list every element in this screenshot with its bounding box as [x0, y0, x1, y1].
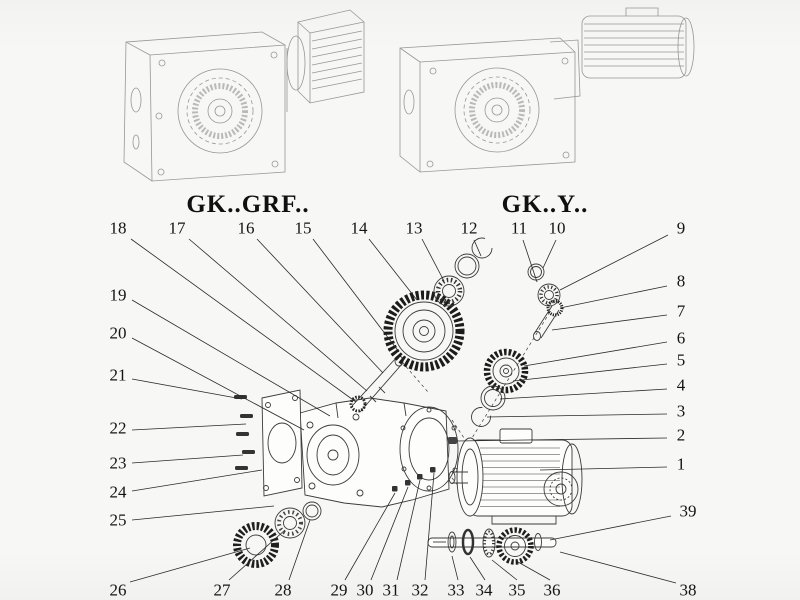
- electric-motor: [448, 428, 583, 525]
- leader-line-20: [131, 337, 305, 431]
- part-number-15: 15: [294, 218, 312, 238]
- variant-title-gk-grf: GK..GRF..: [186, 191, 310, 218]
- leader-line-12: [473, 239, 482, 257]
- part-number-24: 24: [109, 482, 127, 502]
- part-number-8: 8: [676, 271, 686, 291]
- leader-line-28: [288, 519, 311, 581]
- part-number-17: 17: [168, 218, 186, 238]
- leader-line-3: [486, 413, 668, 418]
- leader-line-25: [131, 505, 275, 521]
- leader-line-19: [131, 299, 331, 417]
- leader-line-5: [512, 363, 668, 382]
- housing-bolts: [392, 467, 436, 492]
- part-number-30: 30: [356, 580, 374, 600]
- part-number-12: 12: [460, 218, 478, 238]
- part-number-32: 32: [411, 580, 429, 600]
- leader-line-16: [256, 238, 384, 374]
- part-number-13: 13: [405, 218, 423, 238]
- leader-line-7: [551, 314, 668, 331]
- exploded-view: [233, 237, 583, 568]
- leader-line-36: [517, 561, 551, 581]
- leader-line-32: [424, 472, 435, 581]
- part-number-11: 11: [510, 218, 528, 238]
- part-number-26: 26: [109, 580, 127, 600]
- assembled-view-gk-y: [399, 7, 695, 173]
- flange-bolts: [234, 395, 255, 470]
- part-number-7: 7: [676, 301, 686, 321]
- leader-line-18: [130, 238, 357, 403]
- part-number-6: 6: [676, 328, 686, 348]
- leader-line-15: [312, 238, 400, 353]
- leader-line-13: [421, 238, 445, 282]
- variant-title-gk-y: GK..Y..: [501, 191, 589, 218]
- leader-line-11: [522, 239, 538, 283]
- part-number-35: 35: [508, 580, 526, 600]
- part-number-21: 21: [109, 365, 127, 385]
- part-number-33: 33: [447, 580, 465, 600]
- part-number-29: 29: [330, 580, 348, 600]
- part-number-23: 23: [109, 453, 127, 473]
- part-number-4: 4: [676, 375, 686, 395]
- breather-plug: [448, 437, 457, 444]
- part-number-3: 3: [676, 401, 686, 421]
- part-number-38: 38: [679, 580, 697, 600]
- leader-line-2: [456, 437, 668, 442]
- leader-line-34: [469, 556, 486, 581]
- leader-line-6: [523, 341, 668, 367]
- leader-line-26: [129, 547, 251, 583]
- output-bearing-set: [233, 501, 322, 568]
- leader-line-29: [344, 492, 396, 581]
- flange-plate: [261, 389, 303, 497]
- leader-line-38: [559, 551, 677, 584]
- part-number-2: 2: [676, 425, 686, 445]
- main-gear-assembly: [349, 237, 493, 413]
- part-number-20: 20: [109, 323, 127, 343]
- leader-line-24: [131, 469, 263, 492]
- leader-line-17: [188, 238, 368, 392]
- leader-line-4: [499, 388, 668, 400]
- leader-line-30: [370, 486, 409, 581]
- leader-line-9: [559, 234, 669, 291]
- part-number-1: 1: [676, 454, 686, 474]
- leader-line-22: [131, 423, 247, 431]
- part-number-16: 16: [237, 218, 255, 238]
- assembled-view-gk-grf: [123, 9, 365, 182]
- leader-line-21: [131, 378, 243, 400]
- part-number-14: 14: [350, 218, 368, 238]
- leader-line-39: [549, 515, 672, 541]
- leader-line-1: [539, 466, 668, 471]
- leader-line-33: [451, 555, 459, 581]
- leader-line-27: [228, 529, 286, 581]
- part-number-25: 25: [109, 510, 127, 530]
- part-number-5: 5: [676, 350, 686, 370]
- part-number-34: 34: [475, 580, 493, 600]
- part-number-18: 18: [109, 218, 127, 238]
- leader-line-10: [542, 239, 557, 269]
- part-number-36: 36: [543, 580, 561, 600]
- part-number-28: 28: [274, 580, 292, 600]
- leader-line-35: [491, 559, 518, 581]
- leader-line-8: [559, 285, 668, 309]
- part-number-9: 9: [676, 218, 686, 238]
- part-number-31: 31: [382, 580, 400, 600]
- part-number-27: 27: [213, 580, 231, 600]
- part-number-10: 10: [548, 218, 566, 238]
- pinion-assembly: [527, 263, 564, 341]
- gear-housing: [299, 311, 551, 508]
- part-number-19: 19: [109, 285, 127, 305]
- part-number-22: 22: [109, 418, 127, 438]
- part-number-39: 39: [679, 501, 697, 521]
- leader-line-14: [368, 238, 418, 301]
- leader-line-23: [131, 454, 244, 464]
- leader-line-31: [396, 479, 421, 581]
